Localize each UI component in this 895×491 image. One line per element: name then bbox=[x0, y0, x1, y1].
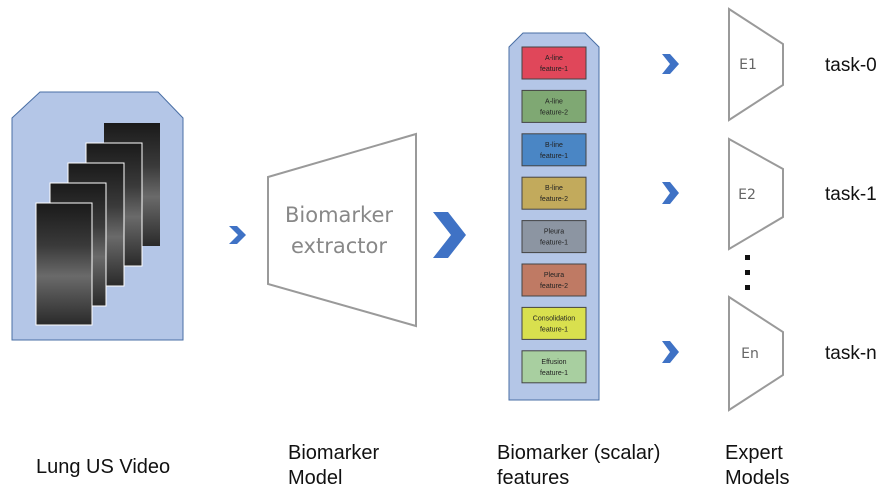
expert-model-n-shape bbox=[728, 295, 784, 412]
expert-model-2-shape bbox=[728, 137, 784, 251]
feature-label-line2: feature-1 bbox=[540, 326, 568, 333]
chevron-right-icon bbox=[229, 226, 246, 244]
feature-box bbox=[521, 176, 587, 210]
ultrasound-frames bbox=[35, 123, 160, 326]
task-label-0: task-0 bbox=[825, 55, 877, 76]
caption-features-line1: Biomarker (scalar) bbox=[497, 442, 661, 464]
feature-box bbox=[521, 306, 587, 340]
chevron-right-icon bbox=[433, 212, 466, 258]
chevron-right-icon bbox=[662, 182, 679, 204]
feature-box bbox=[521, 89, 587, 123]
feature-label-line2: feature-2 bbox=[540, 283, 568, 290]
feature-label-line1: Consolidation bbox=[533, 315, 576, 322]
extractor-shape bbox=[267, 132, 417, 328]
task-label-1: task-1 bbox=[825, 184, 877, 205]
expert-model-1-shape bbox=[728, 7, 784, 122]
feature-label-line1: Pleura bbox=[544, 229, 564, 236]
expert-model-1-label: E1 bbox=[739, 57, 757, 73]
feature-list: A-linefeature-1A-linefeature-2B-linefeat… bbox=[521, 46, 587, 384]
feature-box bbox=[521, 220, 587, 254]
caption-model-line2: Model bbox=[288, 467, 343, 489]
caption-experts-line1: Expert bbox=[725, 442, 783, 464]
feature-label-line1: B-line bbox=[545, 185, 563, 192]
feature-label-line2: feature-2 bbox=[540, 109, 568, 116]
ellipsis-icon bbox=[745, 255, 750, 290]
feature-box bbox=[521, 46, 587, 80]
feature-box bbox=[521, 263, 587, 297]
feature-label-line2: feature-1 bbox=[540, 240, 568, 247]
feature-label-line2: feature-1 bbox=[540, 153, 568, 160]
feature-label-line2: feature-2 bbox=[540, 196, 568, 203]
task-label-n: task-n bbox=[825, 343, 877, 364]
expert-model-2-label: E2 bbox=[738, 187, 756, 203]
caption-experts-line2: Models bbox=[725, 467, 790, 489]
feature-box bbox=[521, 133, 587, 167]
caption-video: Lung US Video bbox=[36, 456, 171, 478]
features-panel bbox=[508, 32, 600, 401]
feature-label-line1: A-line bbox=[545, 55, 563, 62]
caption-features-line2: features bbox=[497, 467, 570, 489]
expert-model-n-label: En bbox=[741, 346, 759, 362]
feature-label-line1: B-line bbox=[545, 142, 563, 149]
feature-label-line1: Effusion bbox=[541, 359, 566, 366]
caption-model-line1: Biomarker bbox=[288, 442, 380, 464]
feature-label-line1: A-line bbox=[545, 98, 563, 105]
feature-label-line2: feature-1 bbox=[540, 66, 568, 73]
chevron-right-icon bbox=[662, 341, 679, 363]
feature-label-line2: feature-1 bbox=[540, 370, 568, 377]
feature-label-line1: Pleura bbox=[544, 272, 564, 279]
extractor-label-line2: extractor bbox=[291, 234, 387, 258]
feature-box bbox=[521, 350, 587, 384]
chevron-right-icon bbox=[662, 54, 679, 74]
extractor-label-line1: Biomarker bbox=[285, 203, 393, 227]
